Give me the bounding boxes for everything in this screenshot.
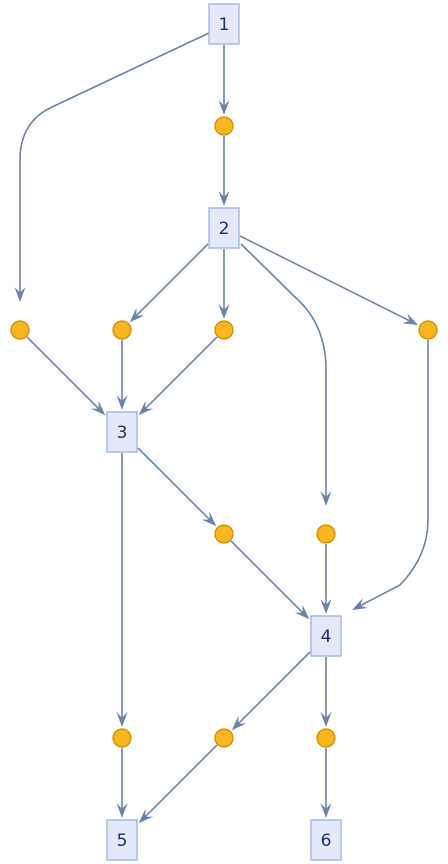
junction-dot-j7 xyxy=(316,524,336,544)
node-box xyxy=(208,3,240,45)
edge-4-to-j10 xyxy=(320,657,332,727)
nodes-layer: 1 2 3 4 5 6 xyxy=(106,3,342,861)
edge-j7-to-4 xyxy=(320,544,332,614)
junction-dot-j8 xyxy=(112,728,132,748)
node-label: 4 xyxy=(321,627,332,647)
arrowhead xyxy=(218,191,230,206)
arrowhead xyxy=(352,598,368,610)
arrowhead xyxy=(320,712,332,727)
edge-line xyxy=(240,243,327,497)
edge-line xyxy=(359,340,429,607)
arrowhead xyxy=(402,313,419,326)
arrowhead xyxy=(116,803,128,818)
edge-line xyxy=(237,651,311,725)
junctions-layer xyxy=(10,116,438,748)
junction-dot-j9 xyxy=(214,728,234,748)
edge-3-to-j8 xyxy=(116,453,128,727)
edge-line xyxy=(19,32,210,293)
edge-line xyxy=(26,336,100,410)
edge-line xyxy=(144,744,218,818)
arrowhead xyxy=(320,599,332,614)
node-box xyxy=(208,207,240,249)
edge-2-to-j5 xyxy=(239,235,419,326)
node-box xyxy=(310,615,342,657)
node-label: 2 xyxy=(219,219,230,239)
edge-j6-to-4 xyxy=(230,540,310,620)
edge-j2-to-2 xyxy=(218,136,230,206)
arrowhead xyxy=(116,712,128,727)
edge-line xyxy=(144,336,218,410)
arrowhead xyxy=(129,307,145,323)
junction-dot-j5 xyxy=(418,320,438,340)
arrowhead xyxy=(218,100,230,115)
arrowhead xyxy=(201,511,217,527)
edge-1-to-j1 xyxy=(14,32,210,302)
arrowhead xyxy=(116,395,128,410)
node-label: 5 xyxy=(117,831,128,851)
edge-j3-to-3 xyxy=(116,340,128,410)
node-1: 1 xyxy=(208,3,240,45)
edge-line xyxy=(230,540,304,614)
junction-dot-j1 xyxy=(10,320,30,340)
arrowhead xyxy=(90,400,106,416)
node-label: 1 xyxy=(219,15,230,35)
edge-line xyxy=(137,447,211,521)
edge-3-to-j6 xyxy=(137,447,217,527)
edge-2-to-j7 xyxy=(240,243,332,506)
node-box xyxy=(310,819,342,861)
edge-j8-to-5 xyxy=(116,748,128,818)
node-2: 2 xyxy=(208,207,240,249)
edge-1-to-j2 xyxy=(218,45,230,115)
edge-2-to-j3 xyxy=(129,243,209,323)
edge-2-to-j4 xyxy=(218,249,230,319)
arrowhead xyxy=(231,715,247,731)
edge-line xyxy=(135,243,209,317)
junction-dot-j4 xyxy=(214,320,234,340)
node-box xyxy=(106,411,138,453)
edge-j5-to-4 xyxy=(352,340,429,610)
edge-j1-to-3 xyxy=(26,336,106,416)
arrowhead xyxy=(218,304,230,319)
node-4: 4 xyxy=(310,615,342,657)
edge-j9-to-5 xyxy=(138,744,218,824)
junction-dot-j2 xyxy=(214,116,234,136)
edge-4-to-j9 xyxy=(231,651,311,731)
arrowhead xyxy=(138,808,154,824)
arrowhead xyxy=(14,287,26,302)
edge-j10-to-6 xyxy=(320,748,332,818)
junction-dot-j10 xyxy=(316,728,336,748)
node-3: 3 xyxy=(106,411,138,453)
edges-layer xyxy=(14,32,429,824)
arrowhead xyxy=(320,803,332,818)
arrowhead xyxy=(138,400,154,416)
arrowhead xyxy=(320,491,332,506)
junction-dot-j3 xyxy=(112,320,132,340)
node-box xyxy=(106,819,138,861)
edge-j4-to-3 xyxy=(138,336,218,416)
node-6: 6 xyxy=(310,819,342,861)
node-5: 5 xyxy=(106,819,138,861)
junction-dot-j6 xyxy=(214,524,234,544)
node-label: 6 xyxy=(321,831,332,851)
arrowhead xyxy=(294,604,310,620)
node-label: 3 xyxy=(117,423,128,443)
edge-line xyxy=(239,235,411,322)
